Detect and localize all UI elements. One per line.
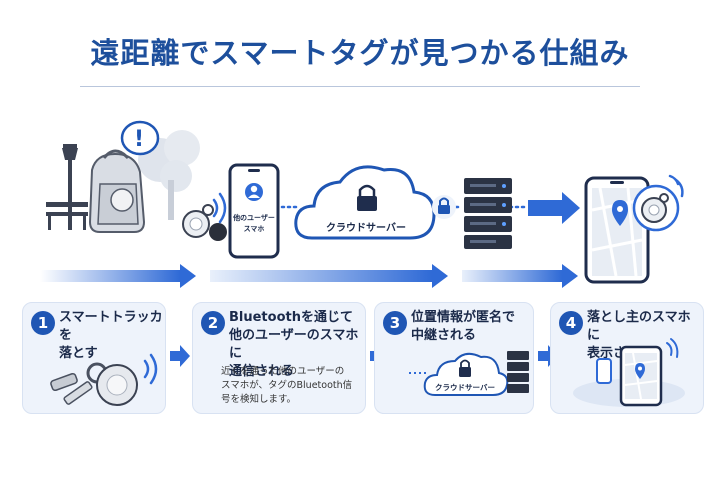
phone-label-line2: スマホ bbox=[244, 225, 265, 233]
signal-waves-icon bbox=[668, 174, 684, 198]
page-title: 遠距離でスマートタグが見つかる仕組み bbox=[90, 36, 630, 70]
step-number: 2 bbox=[201, 311, 225, 335]
cloud-server-icon: クラウドサーバー bbox=[294, 165, 436, 240]
arrow-to-owner-icon bbox=[528, 192, 580, 224]
flow-arrow bbox=[210, 264, 448, 288]
alert-mark: ! bbox=[134, 127, 144, 152]
mini-cloud-illustration: クラウドサーバー bbox=[409, 351, 529, 396]
signal-waves-icon bbox=[212, 192, 227, 224]
step-title: 位置情報が匿名で 中継される bbox=[411, 310, 516, 343]
step-number: 1 bbox=[31, 311, 55, 335]
step-title: 落とし主のスマホに 表示される bbox=[587, 310, 691, 361]
step-description: 近くを通った他のユーザーの スマホが、タグのBluetooth信 号を検知します… bbox=[221, 366, 353, 405]
scene-illustration: ! 他のユーザー スマホ クラウドサーバー bbox=[40, 120, 684, 288]
mini-cloud-label: クラウドサーバー bbox=[435, 382, 495, 392]
step-1-panel: 1 スマートトラッカを 落とす bbox=[22, 302, 166, 414]
cloud-label: クラウドサーバー bbox=[326, 222, 406, 234]
step-number: 4 bbox=[559, 311, 583, 335]
phone-label-line1: 他のユーザー bbox=[232, 213, 275, 222]
alert-bubble: ! bbox=[120, 120, 160, 156]
backpack-illustration bbox=[88, 149, 146, 233]
flow-arrow bbox=[40, 264, 196, 288]
owner-phone-map-illustration bbox=[573, 338, 685, 407]
tracker-callout bbox=[632, 184, 680, 232]
step-number: 3 bbox=[383, 311, 407, 335]
lock-icon bbox=[432, 195, 456, 219]
tracker-tag-icon bbox=[182, 204, 227, 241]
keys-with-tracker-illustration bbox=[50, 353, 158, 406]
step-arrow-icon bbox=[170, 345, 190, 367]
step-4-panel: 4 落とし主のスマホに 表示される bbox=[550, 302, 704, 414]
server-rack-icon bbox=[464, 178, 512, 249]
title-divider bbox=[80, 86, 640, 87]
other-user-phone: 他のユーザー スマホ bbox=[228, 163, 280, 259]
step-title: スマートトラッカを 落とす bbox=[59, 310, 163, 361]
bench-illustration bbox=[46, 202, 88, 230]
step-2-panel: 2 Bluetoothを通じて 他のユーザーのスマホに 通信される 近くを通った… bbox=[192, 302, 366, 414]
step-title: Bluetoothを通じて 他のユーザーのスマホに 通信される bbox=[229, 310, 359, 379]
step-3-panel: 3 位置情報が匿名で 中継される クラウドサーバー bbox=[374, 302, 534, 414]
flow-arrow bbox=[462, 264, 578, 288]
lamp-post-illustration bbox=[62, 144, 78, 230]
